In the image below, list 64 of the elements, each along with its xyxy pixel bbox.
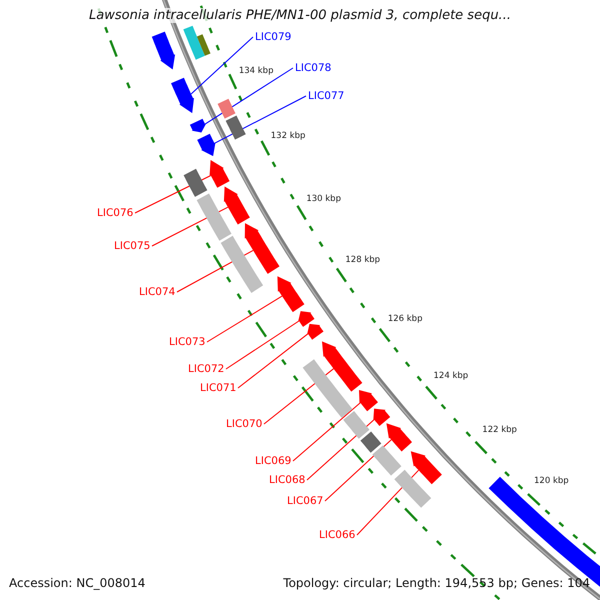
leader-line bbox=[206, 296, 283, 342]
gene-block bbox=[394, 470, 432, 508]
gene-label: LIC069 bbox=[255, 455, 292, 467]
title: Lawsonia intracellularis PHE/MN1-00 plasmid 3, complete sequ... bbox=[89, 8, 511, 23]
tick-label: 134 kbp bbox=[238, 66, 274, 76]
gene-feature bbox=[277, 276, 304, 312]
gene-block bbox=[302, 359, 352, 418]
gene-block bbox=[183, 26, 205, 60]
tick-label: 128 kbp bbox=[345, 255, 380, 266]
leader-line bbox=[238, 333, 308, 388]
gene-label: LIC071 bbox=[200, 382, 236, 394]
gene-feature bbox=[171, 78, 194, 114]
gene-block bbox=[372, 445, 402, 476]
gene-feature bbox=[210, 160, 230, 188]
gene-feature bbox=[190, 118, 206, 132]
gene-label: LIC068 bbox=[269, 474, 306, 486]
summary-text: Topology: circular; Length: 194,553 bp; Genes: 104 bbox=[283, 576, 590, 590]
gene-block bbox=[226, 116, 246, 140]
gene-label: LIC067 bbox=[287, 495, 324, 507]
leader-line bbox=[214, 96, 306, 144]
gene-block bbox=[220, 236, 264, 293]
gene-feature bbox=[322, 341, 362, 392]
leader-line bbox=[226, 320, 300, 370]
leader-line bbox=[190, 36, 254, 94]
gene-label: LIC077 bbox=[308, 90, 344, 102]
gene-feature bbox=[307, 324, 324, 340]
gene-label: LIC075 bbox=[114, 240, 150, 252]
leader-line bbox=[264, 368, 334, 424]
gene-block bbox=[360, 432, 382, 453]
leader-line bbox=[306, 419, 375, 480]
gene-label: LIC079 bbox=[255, 31, 292, 43]
gene-feature bbox=[197, 134, 216, 156]
gene-feature bbox=[373, 408, 390, 426]
leader-line bbox=[134, 175, 212, 214]
tick-label: 130 kbp bbox=[306, 194, 341, 204]
gene-feature bbox=[359, 390, 378, 412]
leader-line bbox=[324, 439, 392, 502]
tick-label: 122 kbp bbox=[482, 424, 517, 435]
gene-feature bbox=[386, 423, 412, 452]
gene-feature bbox=[410, 451, 442, 484]
gene-feature bbox=[224, 186, 250, 224]
gene-block bbox=[184, 168, 208, 197]
gene-label: LIC072 bbox=[188, 363, 224, 375]
leader-line bbox=[176, 250, 254, 292]
leader-line bbox=[204, 68, 294, 125]
gene-feature bbox=[244, 223, 280, 274]
tick-label: 124 kbp bbox=[434, 370, 468, 381]
gene-block bbox=[196, 194, 232, 241]
tick-label: 132 kbp bbox=[270, 130, 306, 141]
gene-label: LIC074 bbox=[139, 286, 176, 298]
gene-label: LIC070 bbox=[226, 418, 262, 430]
tick-label: 120 kbp bbox=[534, 476, 569, 486]
gene-feature bbox=[152, 32, 176, 70]
gene-block bbox=[218, 98, 236, 119]
gene-label: LIC076 bbox=[97, 207, 134, 219]
gene-label: LIC078 bbox=[295, 62, 332, 74]
gene-label: LIC073 bbox=[169, 336, 206, 348]
tick-label: 126 kbp bbox=[388, 314, 422, 324]
gene-block bbox=[196, 34, 210, 56]
gene-label: LIC066 bbox=[319, 529, 356, 541]
gene-block bbox=[343, 411, 370, 439]
gene-feature bbox=[298, 311, 314, 327]
accession-text: Accession: NC_008014 bbox=[9, 576, 146, 590]
leader-line bbox=[292, 402, 361, 462]
